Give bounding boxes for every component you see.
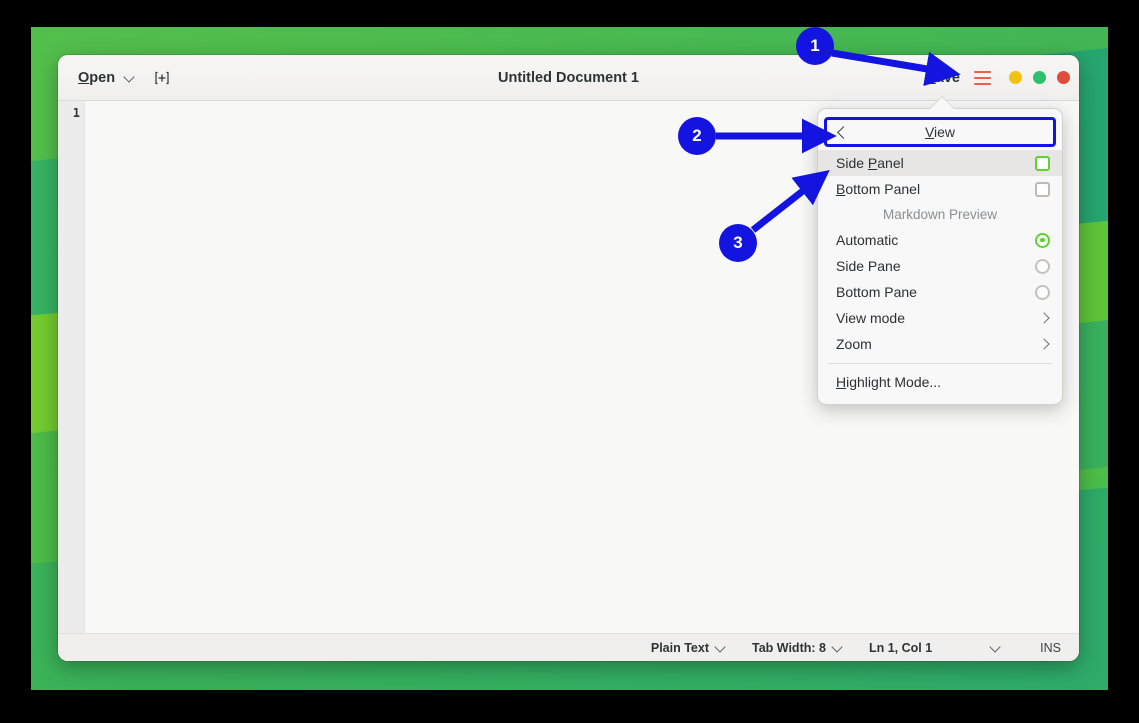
menu-item-label: Bottom Panel [836, 181, 1035, 197]
window-controls [1009, 71, 1070, 84]
radio-automatic[interactable] [1035, 232, 1050, 248]
close-button[interactable] [1057, 71, 1070, 84]
tab-width-selector[interactable]: Tab Width: 8 [739, 641, 856, 655]
popover-header: View [824, 117, 1056, 147]
open-button-label: Open [78, 70, 115, 86]
save-label-rest: ave [935, 69, 960, 86]
new-tab-icon[interactable] [153, 69, 171, 87]
menu-item-side-pane[interactable]: Side Pane [818, 253, 1062, 279]
popover-title: View [827, 124, 1053, 140]
cursor-position-label: Ln 1, Col 1 [868, 640, 933, 655]
menu-item-side-panel[interactable]: Side Panel [818, 150, 1062, 176]
label-post: ottom Panel [845, 181, 921, 197]
status-bar: Plain Text Tab Width: 8 Ln 1, Col 1 INS [58, 633, 1079, 661]
radio-side-pane[interactable] [1035, 258, 1050, 274]
chevron-left-icon[interactable] [836, 126, 848, 138]
label-mnemonic: B [836, 181, 846, 197]
menu-item-label: View mode [836, 310, 906, 326]
chevron-down-icon [715, 642, 726, 653]
chevron-right-icon [1038, 338, 1050, 350]
menu-item-automatic[interactable]: Automatic [818, 227, 1062, 253]
popover-tail [930, 97, 954, 109]
popover-title-rest: iew [934, 124, 956, 140]
label-post: ighlight Mode... [846, 374, 942, 390]
label-pre: Side [836, 155, 868, 171]
insert-mode-label: INS [1040, 640, 1061, 655]
menu-item-bottom-panel[interactable]: Bottom Panel [818, 176, 1062, 202]
menu-item-label: Zoom [836, 336, 872, 352]
menu-item-label: Automatic [836, 232, 899, 248]
language-label: Plain Text [650, 640, 709, 655]
save-button[interactable]: Save [926, 70, 960, 86]
open-label-rest: pen [89, 69, 116, 86]
checkbox-side-panel[interactable] [1035, 155, 1050, 171]
menu-section-markdown-preview: Markdown Preview [882, 207, 998, 222]
minimize-button[interactable] [1009, 71, 1022, 84]
line-number-gutter: 1 [58, 101, 84, 633]
menu-item-zoom[interactable]: Zoom [818, 331, 1062, 357]
cursor-position-selector[interactable]: Ln 1, Col 1 [856, 641, 1014, 655]
chevron-down-icon [832, 642, 843, 653]
menu-item-bottom-pane[interactable]: Bottom Pane [818, 279, 1062, 305]
checkbox-bottom-panel[interactable] [1035, 181, 1050, 197]
header-left-group: Open [76, 66, 171, 90]
open-mnemonic: O [78, 69, 90, 86]
menu-item-label: Side Panel [836, 155, 1035, 171]
hamburger-menu-icon[interactable] [974, 70, 991, 85]
view-menu-popover: View Side Panel Bottom Panel Markdown Pr… [817, 108, 1063, 405]
menu-item-view-mode[interactable]: View mode [818, 305, 1062, 331]
open-button[interactable]: Open [76, 66, 137, 90]
menu-separator [828, 363, 1052, 364]
label-mnemonic: P [867, 155, 878, 171]
label-post: anel [877, 155, 904, 171]
language-selector[interactable]: Plain Text [638, 641, 739, 655]
popover-title-mnemonic: V [924, 124, 935, 140]
menu-item-label: Side Pane [836, 258, 901, 274]
chevron-down-icon [990, 642, 1001, 653]
label-mnemonic: H [836, 374, 847, 390]
header-bar: Open Untitled Document 1 Save [58, 55, 1079, 101]
tab-width-label: Tab Width: 8 [752, 640, 826, 655]
radio-bottom-pane[interactable] [1035, 284, 1050, 300]
menu-item-label: Bottom Pane [836, 284, 917, 300]
save-mnemonic: S [926, 69, 936, 86]
chevron-right-icon [1038, 312, 1050, 324]
menu-item-label: Highlight Mode... [836, 374, 1050, 390]
header-right-group: Save [926, 70, 1070, 86]
chevron-down-icon [124, 72, 135, 83]
maximize-button[interactable] [1033, 71, 1046, 84]
menu-item-highlight-mode[interactable]: Highlight Mode... [818, 369, 1062, 395]
